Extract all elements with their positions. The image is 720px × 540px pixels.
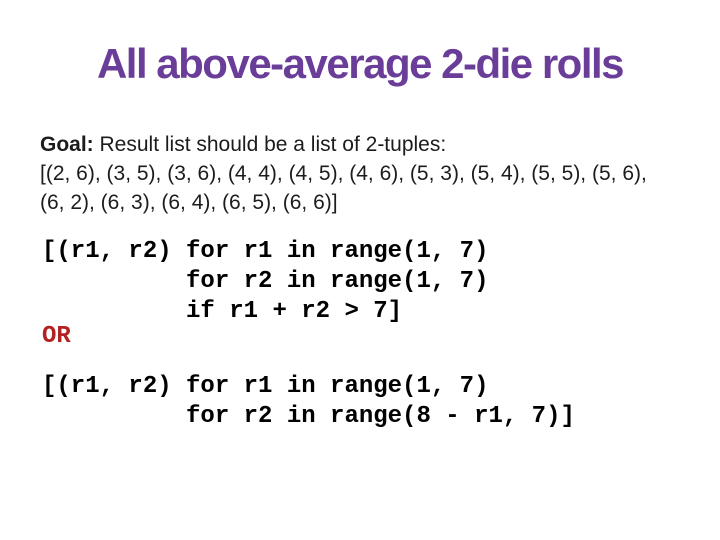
goal-paragraph: Goal: Result list should be a list of 2-… xyxy=(40,130,690,217)
tuple-list-line-2: (6, 2), (6, 3), (6, 4), (6, 5), (6, 6)] xyxy=(40,191,338,214)
code-block-2-line-1: [(r1, r2) for r1 in range(1, 7) xyxy=(42,373,489,400)
code-block-1: [(r1, r2) for r1 in range(1, 7) for r2 i… xyxy=(42,237,488,327)
goal-text: Result list should be a list of 2-tuples… xyxy=(93,133,447,156)
code-block-1-line-1: [(r1, r2) for r1 in range(1, 7) xyxy=(42,238,489,265)
code-block-1-line-2: for r2 in range(1, 7) xyxy=(42,268,489,295)
slide-title: All above-average 2-die rolls xyxy=(96,40,625,87)
code-block-2-line-2: for r2 in range(8 - r1, 7)] xyxy=(42,403,575,430)
or-separator-label: OR xyxy=(42,323,71,350)
tuple-list-line-1: [(2, 6), (3, 5), (3, 6), (4, 4), (4, 5),… xyxy=(40,162,647,185)
goal-label: Goal: xyxy=(40,133,94,156)
code-block-1-line-3: if r1 + r2 > 7] xyxy=(42,298,403,325)
goal-line: Goal: Result list should be a list of 2-… xyxy=(40,130,690,159)
code-block-2: [(r1, r2) for r1 in range(1, 7) for r2 i… xyxy=(42,372,575,432)
